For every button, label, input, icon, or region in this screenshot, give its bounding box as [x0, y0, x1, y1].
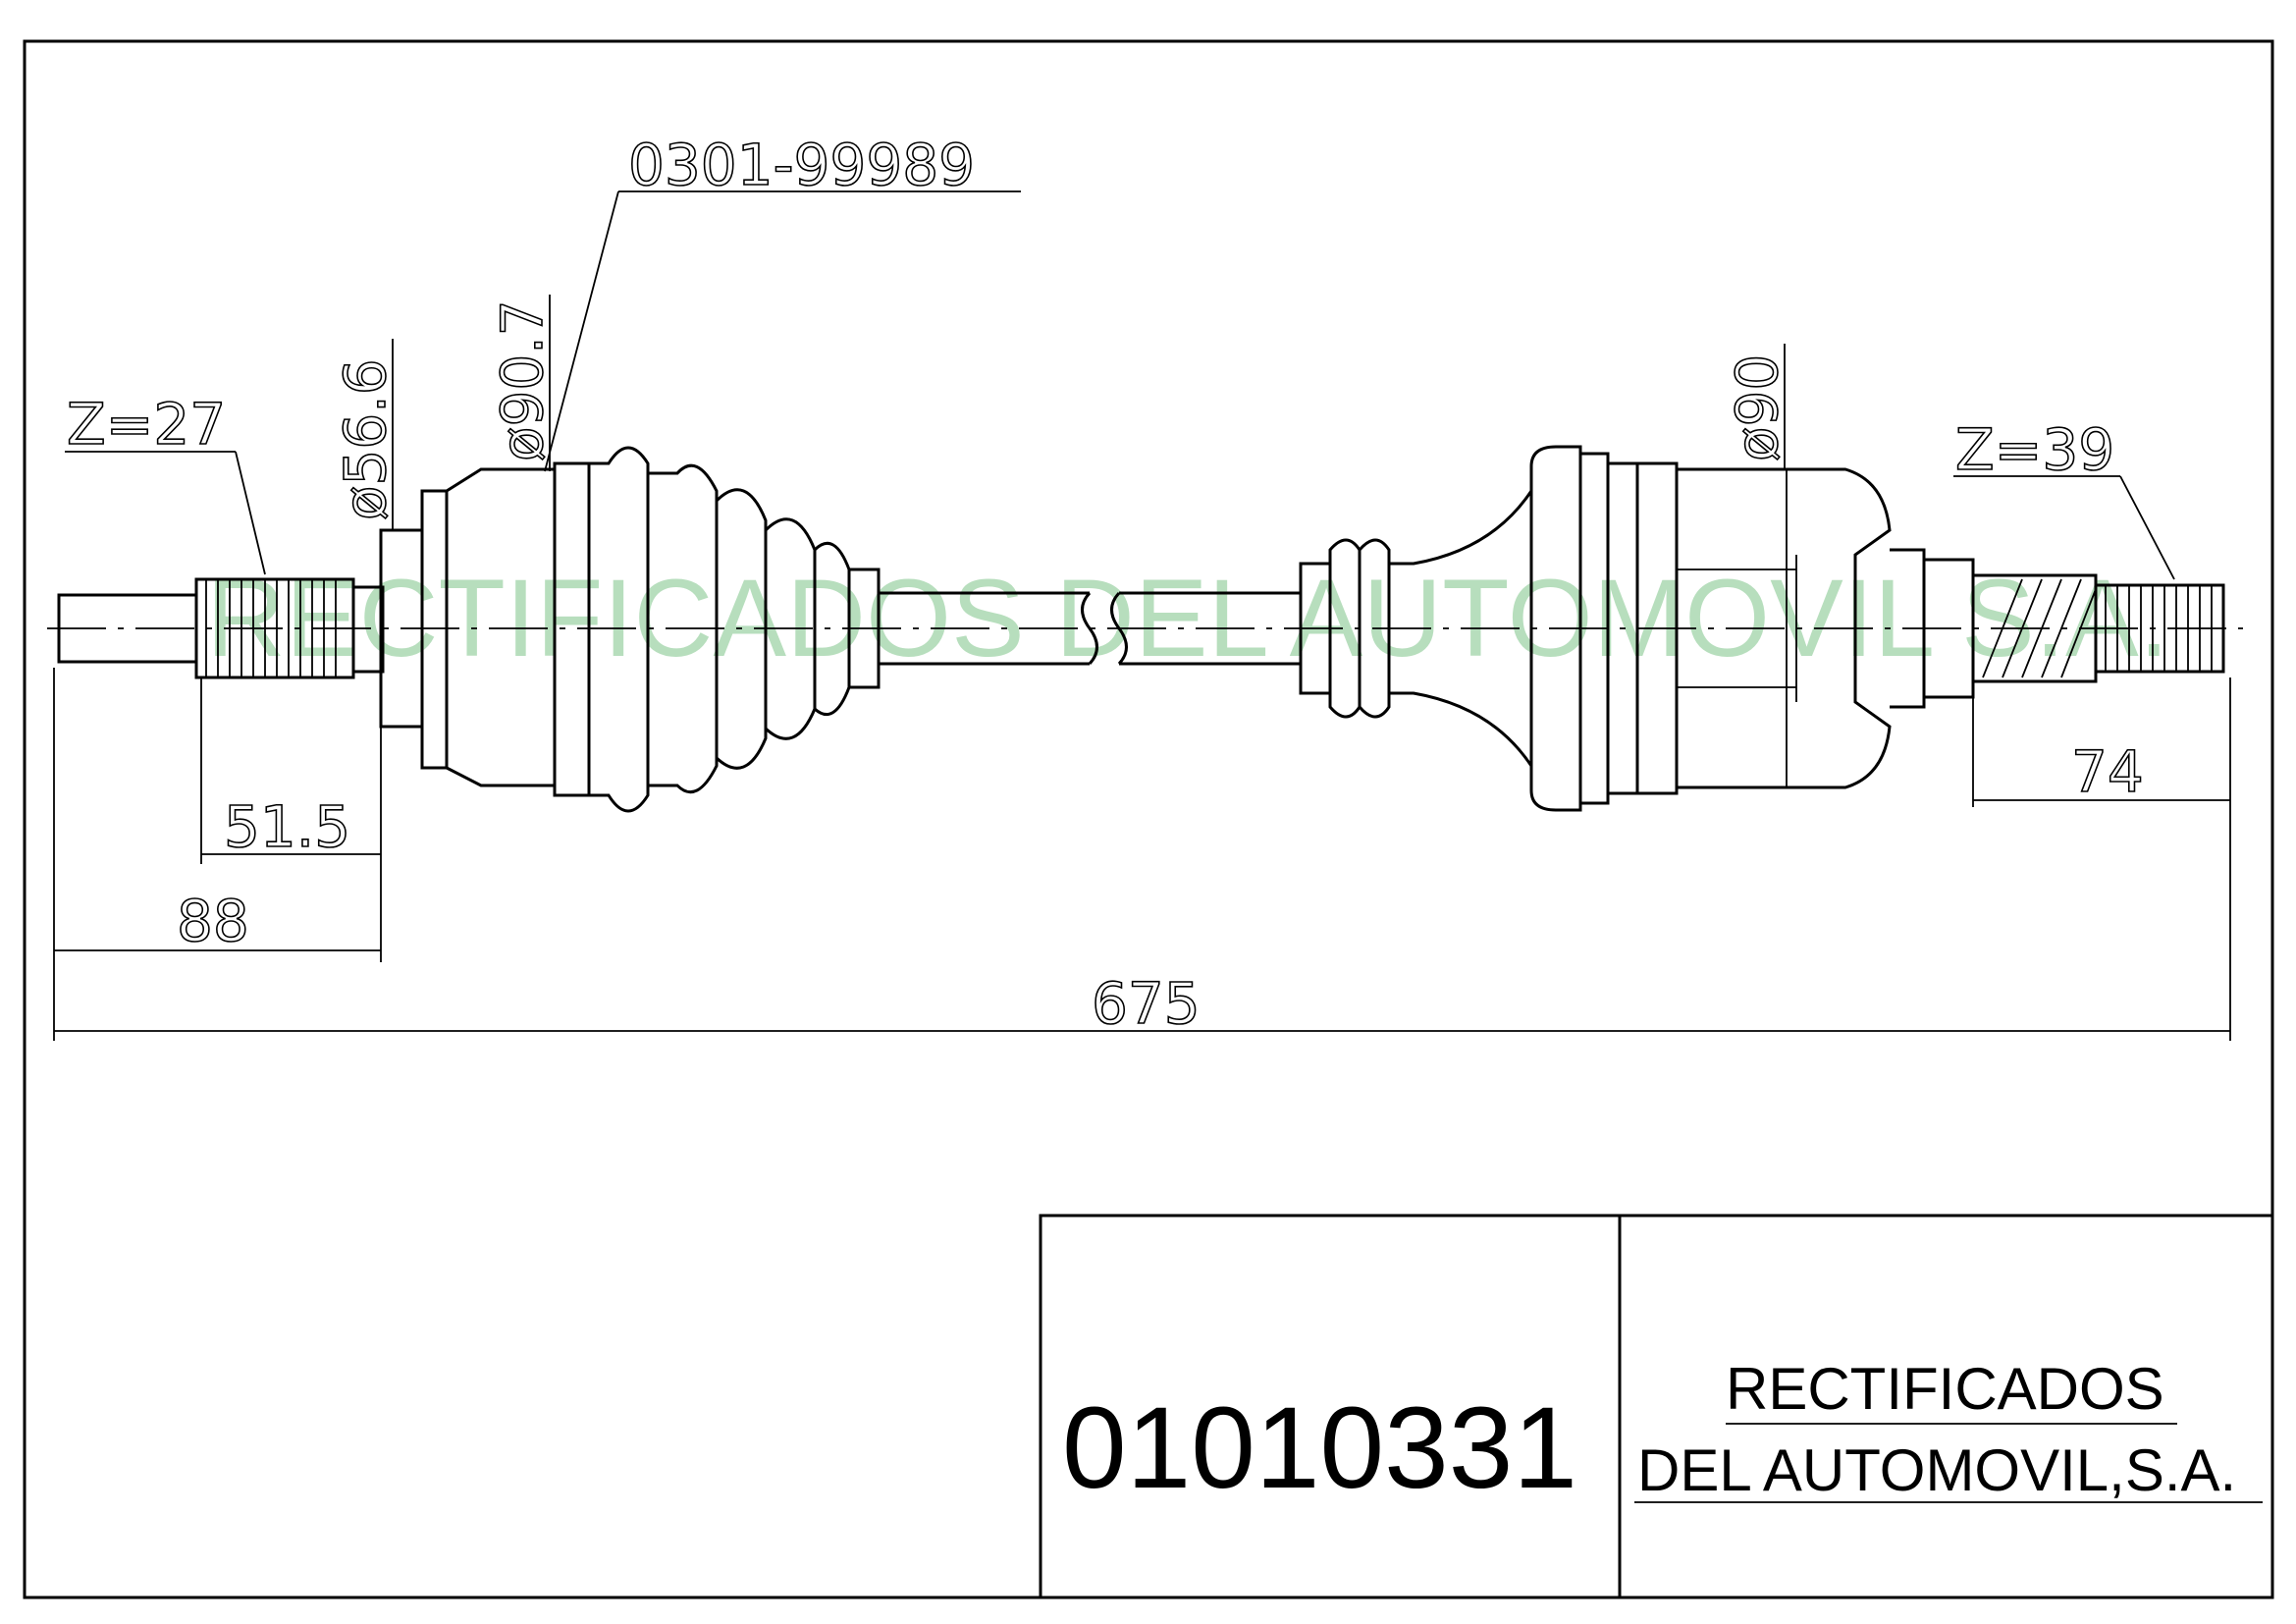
dim-left-end	[53, 668, 381, 1041]
company-name-line1: RECTIFICADOS	[1726, 1356, 2164, 1422]
company-name-line2: DEL AUTOMOVIL,S.A.	[1637, 1437, 2236, 1503]
teeth-count-left: Z=27	[67, 391, 226, 458]
title-block	[1039, 1214, 2274, 1599]
dimension-left-end: 88	[177, 888, 249, 954]
inner-cv-joint	[1675, 467, 1975, 789]
drive-shaft	[879, 591, 1301, 666]
dimension-left-spline: 51.5	[224, 793, 350, 860]
part-number: 01010331	[1062, 1383, 1577, 1513]
left-stub-shaft	[57, 577, 385, 679]
outer-boot	[589, 446, 881, 813]
teeth-count-right: Z=39	[1955, 416, 2114, 483]
leader-z27	[65, 451, 266, 575]
dim-left-spline	[200, 677, 382, 962]
diameter-left-small: ø56.6	[332, 358, 399, 520]
reference-code: 0301-99989	[628, 132, 975, 198]
leader-z39	[1953, 475, 2175, 580]
dim-overall	[54, 677, 2231, 1041]
dimension-right-spline: 74	[2071, 738, 2144, 805]
leader-reference	[544, 190, 1021, 472]
dimension-overall: 675	[1092, 970, 1201, 1037]
inner-boot	[1299, 445, 1679, 812]
right-stub-shaft	[1971, 573, 2225, 683]
watermark: RECTIFICADOS DEL AUTOMOVIL S.A.	[206, 557, 2169, 679]
dim-right-spline	[1972, 687, 2230, 807]
diameter-left-large: ø90.7	[489, 299, 556, 461]
diameter-right: ø90	[1724, 354, 1790, 461]
